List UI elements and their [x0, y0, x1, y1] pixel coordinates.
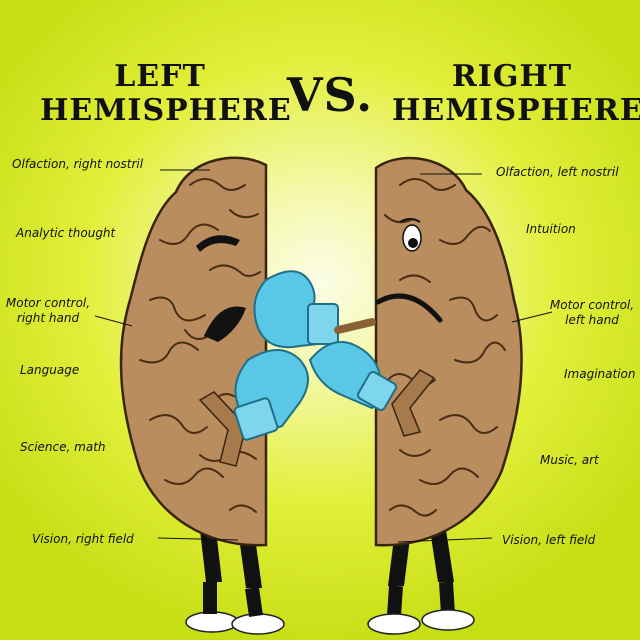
left-brain-glove-top: [253, 270, 339, 349]
left-hemisphere-title: LEFT HEMISPHERE: [40, 59, 292, 128]
left-hemisphere-shape: [119, 156, 268, 547]
right-brain-legs: [367, 530, 475, 635]
right-brain-shoe-2: [421, 609, 475, 631]
left-label-olfaction: Olfaction, right nostril: [12, 157, 144, 171]
left-brain-legs: [185, 530, 285, 635]
left-shouting-mouth: [204, 306, 246, 342]
left-label-language: Language: [20, 363, 80, 377]
right-label-imagination: Imagination: [564, 367, 636, 381]
right-hemisphere-shape: [374, 156, 523, 547]
left-label-science-math: Science, math: [20, 440, 106, 454]
right-label-motor-control: Motor control, left hand: [549, 298, 635, 327]
right-brain-arm: [391, 369, 436, 437]
right-label-music-art: Music, art: [540, 453, 599, 467]
right-brain-glove: [308, 341, 398, 412]
left-brain-arm: [198, 391, 247, 467]
right-brain-forearm: [334, 318, 376, 334]
versus-title: VS.: [286, 68, 374, 122]
left-label-analytic-thought: Analytic thought: [16, 226, 116, 240]
left-brain-glove-bottom: [233, 349, 309, 441]
left-brain-shoe-2: [231, 613, 285, 635]
left-brain-shoe-1: [185, 611, 239, 633]
right-label-olfaction: Olfaction, left nostril: [496, 165, 619, 179]
left-label-motor-control: Motor control, right hand: [5, 296, 91, 325]
right-hemisphere-title: RIGHT HEMISPHERE: [392, 59, 640, 128]
right-label-vision: Vision, left field: [502, 533, 596, 547]
right-brain-shoe-1: [367, 613, 421, 635]
leader-lines: [94, 169, 553, 543]
left-hemisphere-folds: [139, 178, 261, 513]
left-label-vision: Vision, right field: [32, 532, 134, 546]
right-sad-mouth: [375, 293, 443, 323]
left-angry-eyebrow: [196, 235, 240, 252]
right-label-intuition: Intuition: [526, 222, 576, 236]
